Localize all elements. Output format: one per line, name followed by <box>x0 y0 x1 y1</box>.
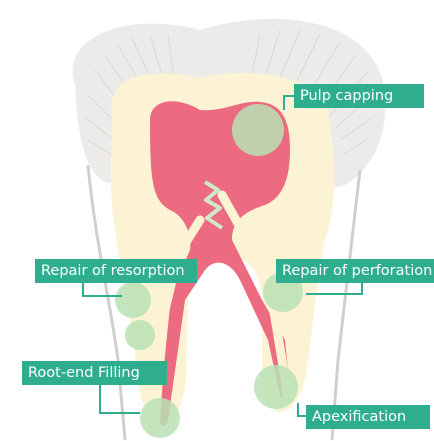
label-repair-of-resorption: Repair of resorption <box>35 259 197 283</box>
apexification-connector <box>298 403 306 416</box>
label-root-end-filling: Root-end Filling <box>22 361 167 385</box>
root-end-marker <box>140 398 180 438</box>
resorption-marker-upper <box>115 282 151 318</box>
resorption-marker-lower <box>125 320 155 350</box>
label-pulp-capping: Pulp capping <box>294 84 424 108</box>
pulp-capping-marker <box>232 104 284 156</box>
label-apexification: Apexification <box>306 405 430 429</box>
label-repair-of-perforation: Repair of perforation <box>276 259 434 283</box>
apexification-marker <box>254 365 298 409</box>
